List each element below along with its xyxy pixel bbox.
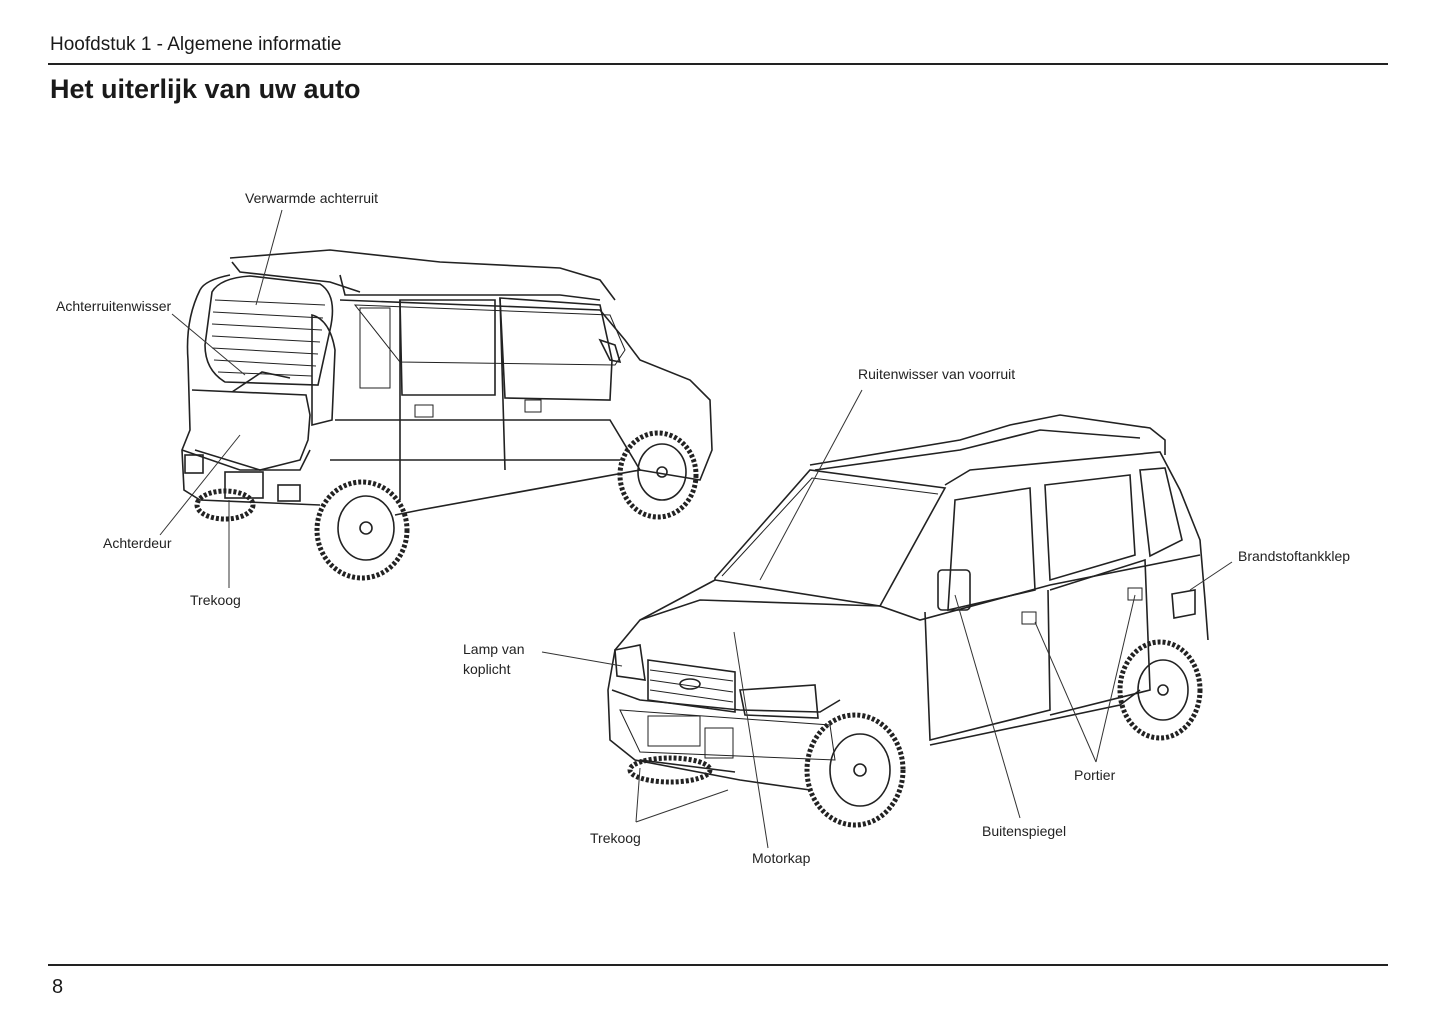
label-headlamp-line1: Lamp van — [463, 641, 525, 657]
label-fuel-flap: Brandstoftankklep — [1238, 548, 1351, 564]
label-rear-wiper: Achterruitenwisser — [56, 298, 172, 314]
leader-lines — [159, 209, 1233, 849]
page-title: Het uiterlijk van uw auto — [50, 74, 361, 104]
label-heated-rear-window: Verwarmde achterruit — [245, 190, 379, 206]
rear-view-car — [181, 249, 713, 581]
label-rear-tow-hook: Trekoog — [190, 592, 241, 608]
label-front-wiper: Ruitenwisser van voorruit — [858, 366, 1016, 382]
front-view-car — [607, 414, 1209, 828]
label-hood: Motorkap — [752, 850, 811, 866]
label-front-tow-hook: Trekoog — [590, 830, 641, 846]
page-number: 8 — [52, 976, 64, 998]
chapter-heading: Hoofdstuk 1 - Algemene informatie — [50, 34, 342, 55]
header-rule — [48, 63, 1388, 65]
label-mirror: Buitenspiegel — [982, 823, 1067, 839]
footer-rule — [48, 964, 1388, 966]
label-tailgate: Achterdeur — [103, 535, 172, 551]
label-door: Portier — [1074, 767, 1116, 783]
label-headlamp-line2: koplicht — [463, 661, 511, 677]
